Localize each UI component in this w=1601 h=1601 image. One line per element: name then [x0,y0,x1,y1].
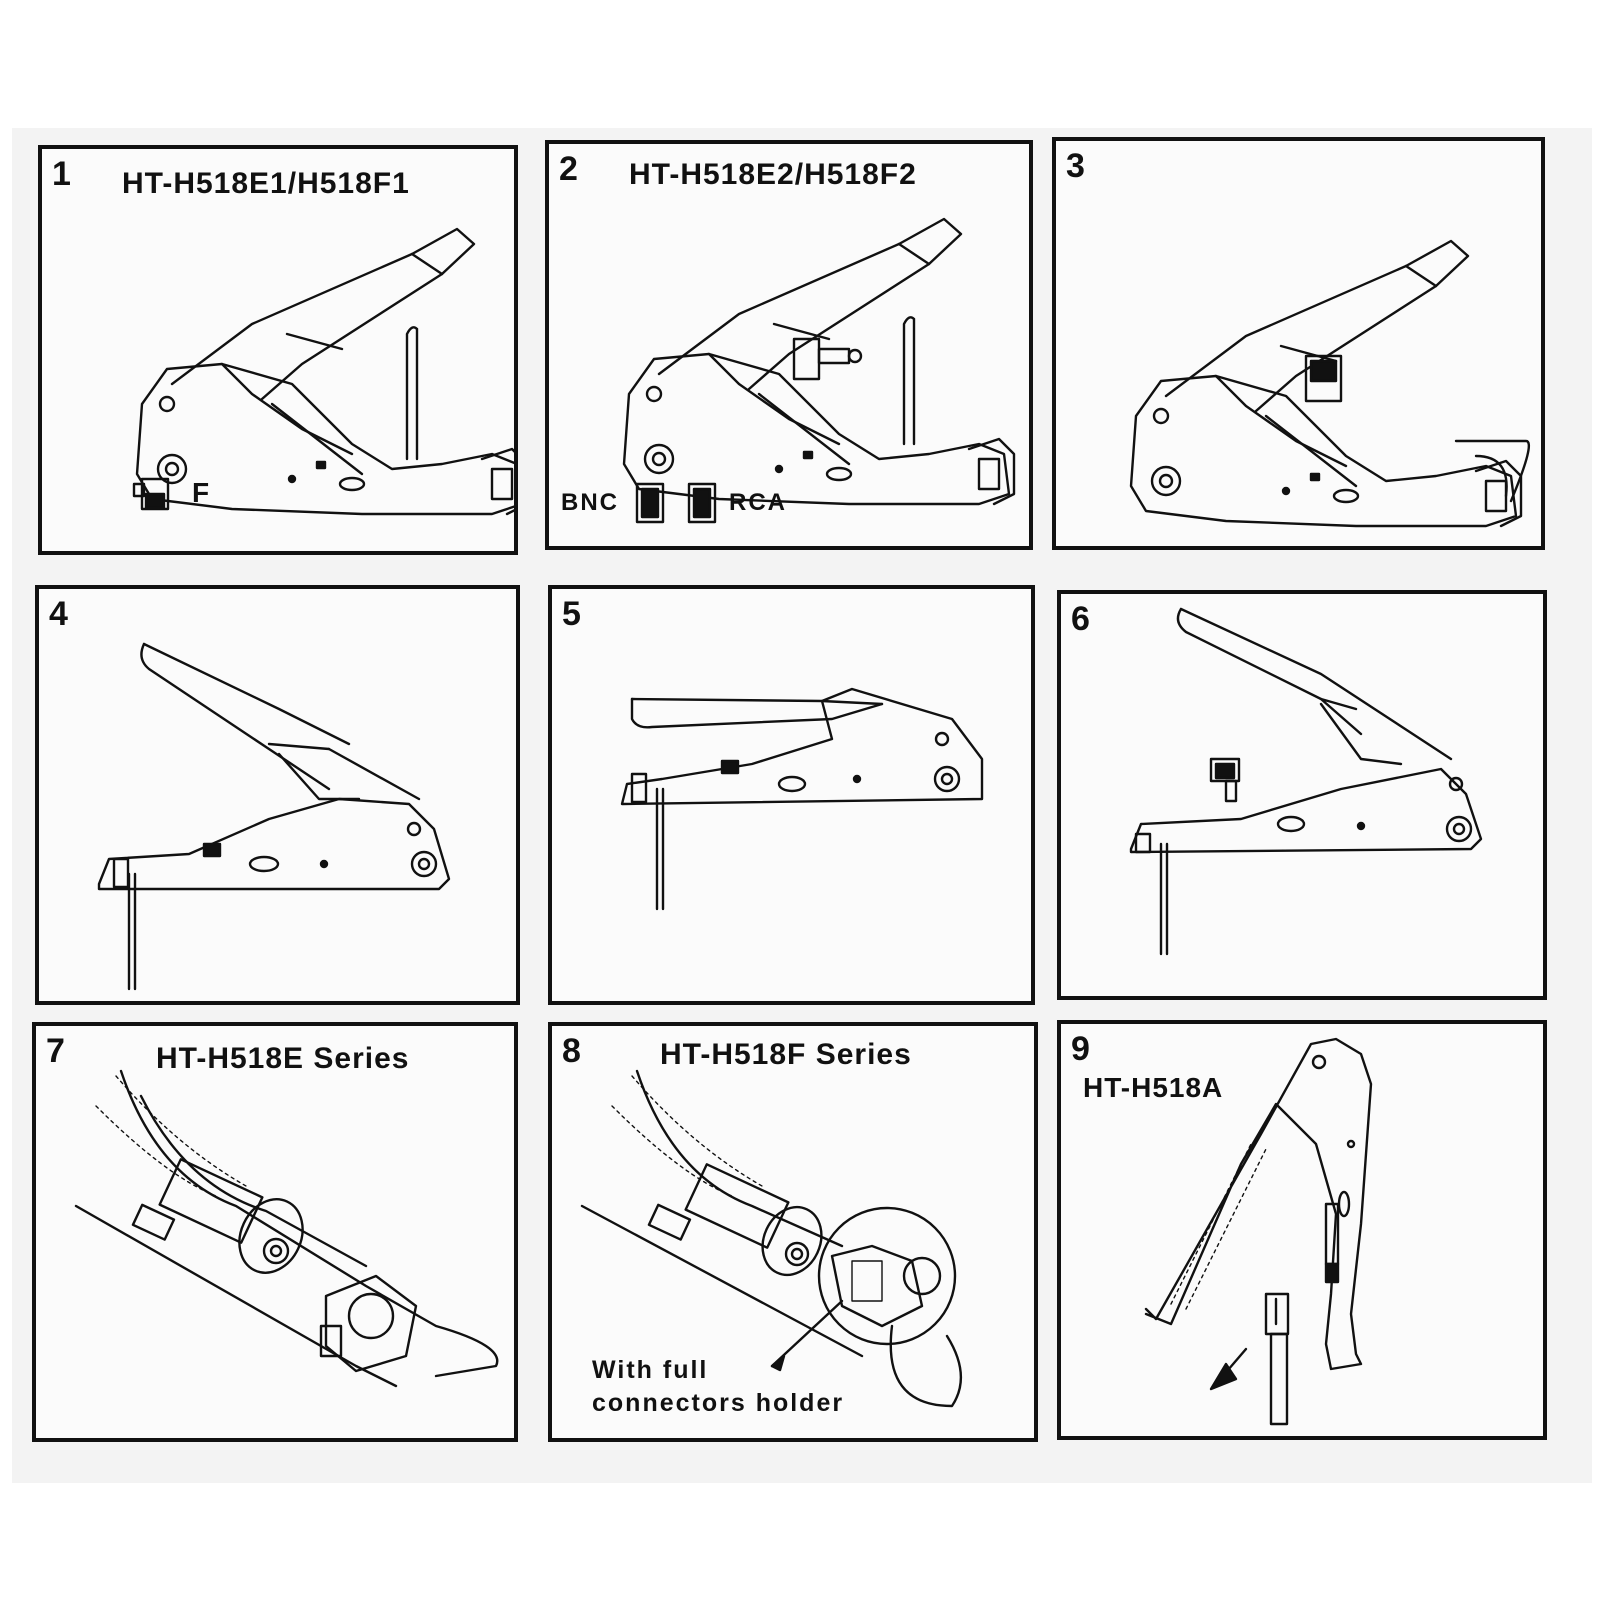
step-panel-7: 7 HT-H518E Series [32,1022,518,1442]
step-number: 6 [1071,600,1090,638]
tool-illustration [132,227,514,516]
connector-label-f: F [192,477,210,508]
panel-title: HT-H518E Series [156,1042,410,1075]
connector-label-bnc: BNC [561,489,619,516]
tool-illustration [1144,1037,1373,1426]
tool-illustration [622,217,1016,524]
step-number: 4 [49,595,68,633]
tool-illustration [74,1069,499,1388]
tool-illustration [580,1069,963,1408]
step-panel-3: 3 [1052,137,1545,550]
step-number: 8 [562,1032,581,1070]
panel-title: HT-H518E1/H518F1 [122,167,410,200]
tool-illustration [620,687,984,911]
step-number: 2 [559,150,578,188]
step-panel-6: 6 [1057,590,1547,1000]
connector-label-rca: RCA [729,489,787,516]
step-panel-5: 5 [548,585,1035,1005]
tool-illustration [1129,607,1483,956]
step-panel-1: 1 HT-H518E1/H518F1 F [38,145,518,555]
step-panel-9: 9 HT-H518A [1057,1020,1547,1440]
step-number: 5 [562,595,581,633]
panel-title: HT-H518F Series [660,1038,912,1071]
panel-title: HT-H518A [1083,1072,1224,1103]
step-number: 1 [52,155,71,193]
step-number: 9 [1071,1030,1090,1068]
tool-illustration [97,642,451,991]
callout-line-1: With full [592,1356,709,1384]
step-panel-4: 4 [35,585,520,1005]
step-number: 7 [46,1032,65,1070]
panel-title: HT-H518E2/H518F2 [629,158,917,191]
step-number: 3 [1066,147,1085,185]
callout-line-2: connectors holder [592,1389,845,1417]
tool-illustration [1129,239,1530,528]
step-panel-8: 8 HT-H518F Series With full connectors h… [548,1022,1038,1442]
step-panel-2: 2 HT-H518E2/H518F2 BNC RCA [545,140,1033,550]
